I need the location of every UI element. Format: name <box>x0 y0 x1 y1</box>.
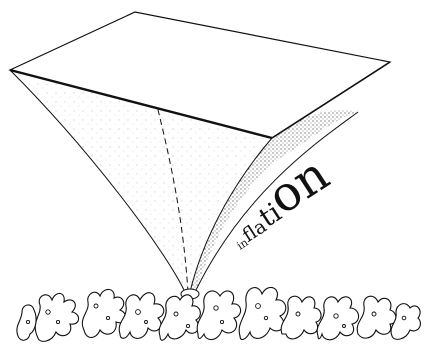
spacetime-foam <box>17 287 421 341</box>
